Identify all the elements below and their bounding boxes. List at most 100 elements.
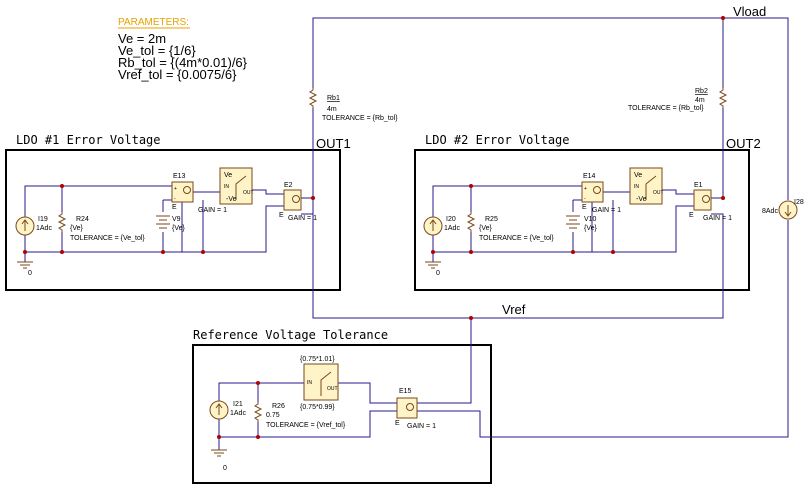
current-source-i21[interactable]: I21 1Adc bbox=[209, 400, 246, 420]
r25-value: {Ve} bbox=[479, 225, 493, 232]
resistor-r25[interactable]: R25 {Ve} TOLERANCE = {Ve_tol} bbox=[466, 212, 554, 242]
vcvs-e14[interactable]: + - E14 E GAIN = 1 bbox=[581, 173, 621, 214]
ldo2-group-box[interactable] bbox=[414, 149, 750, 291]
svg-text:0: 0 bbox=[436, 270, 440, 277]
out2-junction bbox=[721, 196, 725, 200]
i21-value: 1Adc bbox=[230, 410, 246, 417]
ground-ldo1: 0 bbox=[17, 261, 33, 277]
r26-name: R26 bbox=[272, 403, 285, 410]
svg-text:Ve: Ve bbox=[224, 172, 232, 179]
i21-name: I21 bbox=[233, 401, 243, 408]
param-ve: Ve = 2m bbox=[118, 31, 166, 46]
current-source-i19[interactable]: I19 1Adc bbox=[15, 216, 52, 236]
ref-circuit bbox=[218, 382, 397, 450]
net-vload: Vload bbox=[733, 4, 766, 19]
vref-junction bbox=[469, 316, 473, 320]
v10-name: V10 bbox=[584, 216, 597, 223]
svg-text:{0.75*1.01}: {0.75*1.01} bbox=[300, 356, 335, 363]
vcvs-e2[interactable]: E2 E GAIN = 1 bbox=[279, 182, 317, 222]
param-ve-tol: Ve_tol = {1/6} bbox=[118, 43, 196, 58]
i20-name: I20 bbox=[446, 216, 456, 223]
ldo1-group-box[interactable] bbox=[5, 149, 341, 291]
r26-tolerance: TOLERANCE = {Vref_tol} bbox=[266, 422, 346, 429]
rb2-name: Rb2 bbox=[695, 88, 708, 95]
limiter-ldo2[interactable]: Ve IN OUT -Ve bbox=[629, 167, 664, 205]
v9-value: {Ve} bbox=[172, 225, 186, 232]
ref-group-box[interactable] bbox=[192, 344, 492, 484]
out1-junction bbox=[311, 196, 315, 200]
net-out1: OUT1 bbox=[316, 136, 351, 151]
ground-ldo2: 0 bbox=[425, 261, 441, 277]
svg-text:IN: IN bbox=[307, 380, 312, 386]
vcvs-e15[interactable]: E15 E GAIN = 1 bbox=[395, 388, 436, 430]
e15-name: E15 bbox=[399, 388, 412, 395]
r25-tolerance: TOLERANCE = {Ve_tol} bbox=[479, 235, 554, 242]
i20-value: 1Adc bbox=[444, 225, 460, 232]
rb1-tolerance: TOLERANCE = {Rb_tol} bbox=[322, 115, 398, 122]
vcvs-e1[interactable]: E1 E GAIN = 1 bbox=[689, 182, 732, 222]
svg-text:-: - bbox=[584, 196, 586, 202]
svg-text:-: - bbox=[174, 196, 176, 202]
parameters-heading: PARAMETERS: bbox=[118, 17, 189, 28]
svg-text:Ve: Ve bbox=[634, 172, 642, 179]
parameters-block[interactable]: PARAMETERS: Ve = 2m Ve_tol = {1/6} Rb_to… bbox=[118, 17, 248, 82]
ground-ref: 0 bbox=[211, 449, 227, 472]
svg-text:+: + bbox=[584, 186, 587, 192]
e1-gain: GAIN = 1 bbox=[703, 215, 732, 222]
resistor-rb2[interactable]: Rb2 4m TOLERANCE = {Rb_tol} bbox=[628, 88, 728, 112]
svg-text:IN: IN bbox=[634, 184, 639, 190]
current-source-i28[interactable]: I28 8Adc bbox=[762, 199, 804, 220]
r26-value: 0.75 bbox=[266, 412, 280, 419]
svg-text:IN: IN bbox=[224, 184, 229, 190]
e2-gain: GAIN = 1 bbox=[288, 215, 317, 222]
param-rb-tol: Rb_tol = {(4m*0.01)/6} bbox=[118, 55, 248, 70]
svg-text:-Ve: -Ve bbox=[226, 196, 237, 203]
r24-name: R24 bbox=[76, 216, 89, 223]
resistor-rb1[interactable]: Rb1 4m TOLERANCE = {Rb_tol} bbox=[308, 88, 398, 122]
net-out2: OUT2 bbox=[726, 136, 761, 151]
e15-gain: GAIN = 1 bbox=[407, 423, 436, 430]
svg-text:E: E bbox=[689, 212, 694, 219]
svg-text:E: E bbox=[172, 204, 177, 211]
svg-text:E: E bbox=[395, 420, 400, 427]
vload-junction bbox=[721, 16, 725, 20]
svg-text:0: 0 bbox=[28, 270, 32, 277]
param-vref-tol: Vref_tol = {0.0075/6} bbox=[118, 67, 237, 82]
ldo2-group-title: LDO #2 Error Voltage bbox=[425, 133, 570, 147]
e14-gain: GAIN = 1 bbox=[592, 207, 621, 214]
limiter-ref[interactable]: {0.75*1.01} IN OUT {0.75*0.99} bbox=[300, 356, 339, 411]
rb1-value: 4m bbox=[327, 106, 337, 113]
ref-group-title: Reference Voltage Tolerance bbox=[193, 328, 388, 342]
v10-value: {Ve} bbox=[584, 225, 598, 232]
v9-name: V9 bbox=[172, 216, 181, 223]
limiter-ldo1[interactable]: Ve IN OUT -Ve bbox=[219, 167, 254, 205]
e2-name: E2 bbox=[284, 182, 293, 189]
svg-text:E: E bbox=[279, 212, 284, 219]
r24-tolerance: TOLERANCE = {Ve_tol} bbox=[70, 235, 145, 242]
i28-value: 8Adc bbox=[762, 208, 778, 215]
rb2-value: 4m bbox=[695, 97, 705, 104]
rb2-tolerance: TOLERANCE = {Rb_tol} bbox=[628, 105, 704, 112]
svg-text:OUT: OUT bbox=[243, 190, 254, 196]
svg-text:E: E bbox=[582, 204, 587, 211]
svg-text:OUT: OUT bbox=[653, 190, 664, 196]
e13-gain: GAIN = 1 bbox=[198, 207, 227, 214]
ldo1-circuit bbox=[24, 185, 284, 262]
voltage-source-v9[interactable]: V9 {Ve} bbox=[156, 215, 186, 232]
e14-name: E14 bbox=[583, 173, 596, 180]
net-vref: Vref bbox=[502, 302, 526, 317]
voltage-source-v10[interactable]: V10 {Ve} bbox=[566, 215, 598, 232]
i19-name: I19 bbox=[38, 216, 48, 223]
svg-text:+: + bbox=[174, 186, 177, 192]
resistor-r26[interactable]: R26 0.75 TOLERANCE = {Vref_tol} bbox=[253, 402, 346, 429]
svg-text:{0.75*0.99}: {0.75*0.99} bbox=[300, 404, 335, 411]
e13-name: E13 bbox=[173, 173, 186, 180]
i28-name: I28 bbox=[794, 199, 804, 206]
vcvs-e13[interactable]: + - E13 E GAIN = 1 bbox=[171, 173, 227, 214]
rb1-name: Rb1 bbox=[327, 95, 340, 102]
main-wires bbox=[301, 17, 789, 438]
current-source-i20[interactable]: I20 1Adc bbox=[423, 216, 460, 236]
svg-text:OUT: OUT bbox=[327, 386, 338, 392]
resistor-r24[interactable]: R24 {Ve} TOLERANCE = {Ve_tol} bbox=[57, 212, 145, 242]
